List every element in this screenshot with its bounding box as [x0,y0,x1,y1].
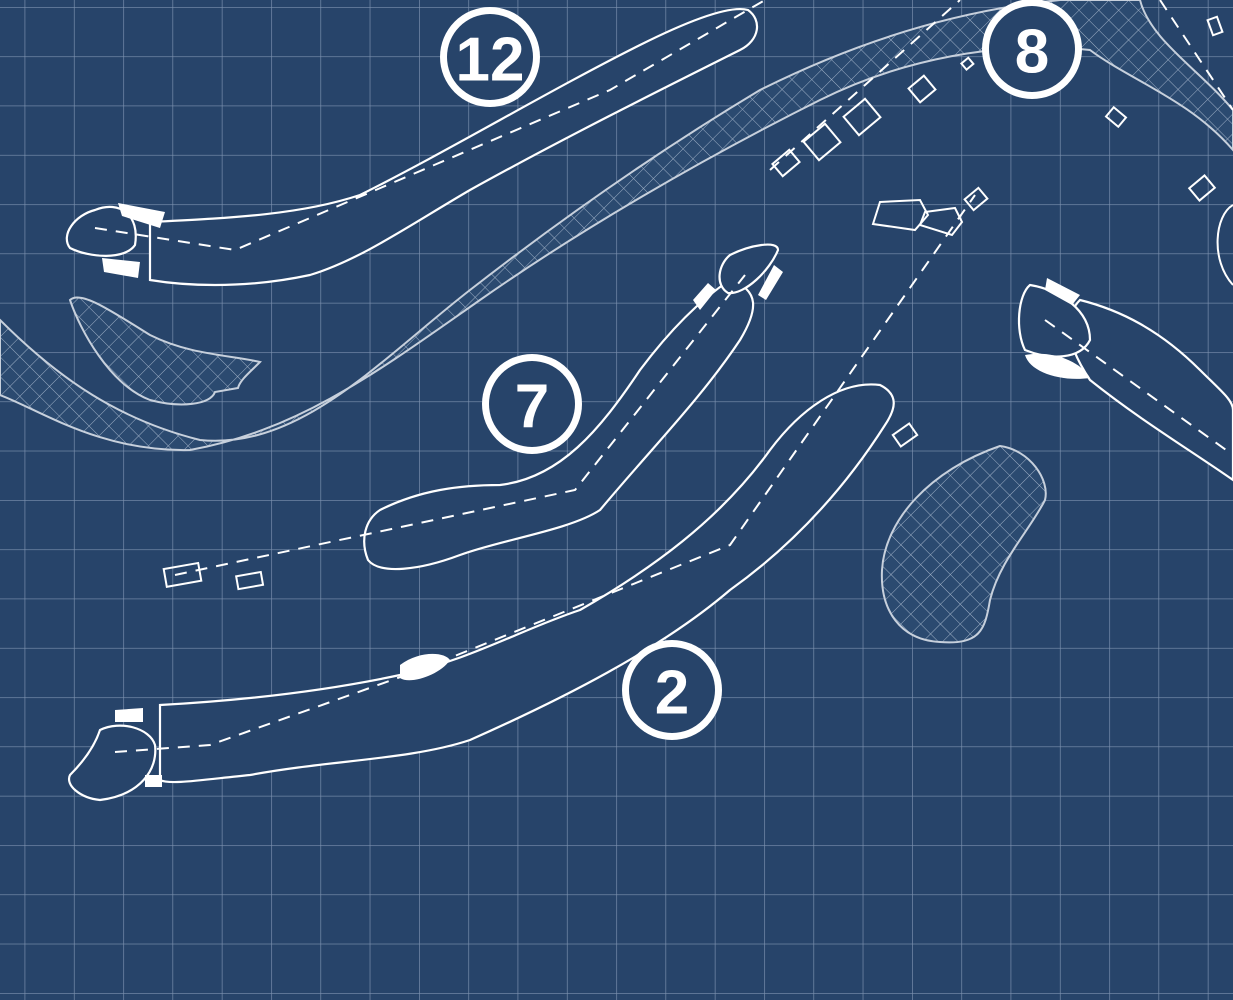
hole-8-bunker [1025,278,1090,379]
hole-number: 12 [456,26,525,95]
hole-12-bunker [102,203,165,278]
hole-7-fairway [363,278,755,571]
hole-7-tee [162,561,203,588]
hole-2-green [67,724,157,802]
hole-7-bunker [693,265,783,310]
hole-7-route [174,274,746,576]
water-hazard-creek [0,0,1233,452]
hole-12-badge[interactable]: 12 [440,7,540,107]
hole-2-fairway [158,383,895,784]
hole-number: 2 [655,659,689,728]
hole-8-badge[interactable]: 8 [982,0,1082,99]
hole-7-tee-forward [234,570,265,591]
hole-12-fairway [148,8,758,287]
tee-boxes [771,15,1233,448]
hole-8-route [1044,319,1233,456]
hole-7-green [718,243,780,295]
hole-2-bunker [115,653,450,787]
hole-number: 8 [1015,18,1049,87]
hole-12-route [94,0,766,252]
hole-7-badge[interactable]: 7 [482,354,582,454]
water-hazard-inlet [68,296,262,406]
water-hazard-pond [880,444,1047,644]
hole-number: 7 [515,373,549,442]
hole-8-tee-route [769,0,1233,171]
hole-2-badge[interactable]: 2 [622,640,722,740]
hole-8-fairway [1068,298,1233,482]
